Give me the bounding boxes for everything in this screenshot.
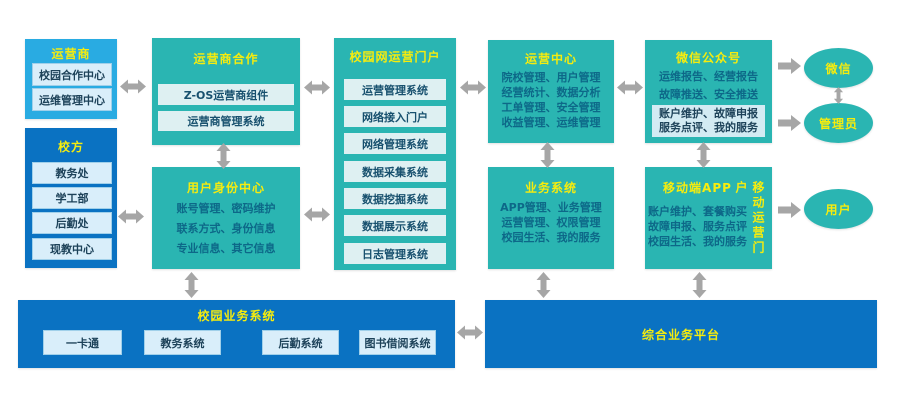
double-arrow-icon — [304, 207, 330, 222]
mobile-portal-vertical-label: 移动运营门户 — [734, 181, 765, 256]
school-item: 学工部 — [32, 187, 112, 209]
campus-business-item: 教务系统 — [144, 330, 221, 355]
school-title: 校方 — [57, 140, 84, 154]
operation-center-title: 运营中心 — [524, 52, 577, 66]
portal-item: 网络管理系统 — [344, 133, 446, 154]
portal-item: 日志管理系统 — [344, 243, 446, 264]
identity-center-title: 用户身份中心 — [186, 181, 265, 195]
integrated-platform-title: 综合业务平台 — [641, 327, 720, 342]
operator-coop-item: 运营商管理系统 — [158, 111, 294, 131]
business-system-title: 业务系统 — [524, 181, 577, 195]
wechat-official-title: 微信公众号 — [675, 51, 741, 65]
operation-center-line: 工单管理、安全管理 — [501, 101, 601, 114]
business-system-line: 运营管理、权限管理 — [501, 216, 601, 229]
campus-business-item: 后勤系统 — [262, 330, 339, 355]
business-system-box: 业务系统 APP管理、业务管理 运营管理、权限管理 校园生活、我的服务 — [488, 167, 614, 269]
double-arrow-icon — [120, 79, 146, 94]
double-arrow-vertical-icon — [696, 142, 711, 168]
double-arrow-vertical-icon — [540, 142, 555, 168]
wechat-official-box: 微信公众号 运维报告、经营报告 故障推送、安全推送 账户维护、故障申报 服务点评… — [645, 40, 772, 143]
double-arrow-vertical-icon — [536, 272, 551, 298]
portal-item: 数据采集系统 — [344, 161, 446, 182]
operation-center-line: 经营统计、数据分析 — [501, 86, 601, 99]
double-arrow-icon — [304, 80, 330, 95]
operator-coop-item: Z-OS运营商组件 — [158, 84, 294, 105]
portal-item: 网络接入门户 — [344, 106, 446, 127]
double-arrow-vertical-icon — [184, 272, 199, 298]
portal-title: 校园网运营门户 — [349, 50, 441, 64]
operator-item: 运维管理中心 — [32, 88, 112, 111]
portal-item: 数据展示系统 — [344, 215, 446, 236]
actor-wechat-label: 微信 — [825, 61, 852, 76]
actor-user: 用户 — [804, 189, 873, 229]
campus-business-item: 一卡通 — [43, 330, 122, 355]
double-arrow-icon — [460, 80, 486, 95]
operator-box: 运营商 校园合作中心 运维管理中心 — [25, 39, 117, 119]
campus-business-item: 图书借阅系统 — [359, 330, 436, 355]
campus-business-title: 校园业务系统 — [197, 309, 276, 323]
portal-item: 运营管理系统 — [344, 79, 446, 100]
portal-box: 校园网运营门户 运营管理系统 网络接入门户 网络管理系统 数据采集系统 数据挖掘… — [334, 38, 456, 270]
identity-center-line: 专业信息、其它信息 — [176, 242, 276, 255]
wechat-official-line: 运维报告、经营报告 — [659, 70, 758, 83]
campus-business-box: 校园业务系统 一卡通 教务系统 后勤系统 图书借阅系统 — [18, 300, 455, 368]
double-arrow-icon — [617, 80, 643, 95]
wechat-official-line: 故障推送、安全推送 — [659, 88, 758, 101]
business-system-line: 校园生活、我的服务 — [501, 231, 601, 244]
mobile-app-box: 移动端APP 账户维护、套餐购买 故障申报、服务点评 校园生活、我的服务 移动运… — [645, 167, 772, 269]
identity-center-line: 账号管理、密码维护 — [176, 202, 276, 215]
business-system-line: APP管理、业务管理 — [500, 201, 602, 214]
school-box: 校方 教务处 学工部 后勤处 现教中心 — [25, 128, 117, 268]
right-arrow-icon — [778, 202, 801, 218]
operation-center-line: 收益管理、运维管理 — [501, 116, 601, 129]
right-arrow-icon — [778, 58, 801, 74]
operator-title: 运营商 — [51, 47, 91, 61]
mobile-app-line: 故障申报、服务点评 — [648, 220, 747, 233]
operator-coop-title: 运营商合作 — [193, 52, 259, 66]
mobile-app-title: 移动端APP — [663, 181, 732, 195]
double-arrow-icon — [457, 325, 483, 340]
operator-coop-box: 运营商合作 Z-OS运营商组件 运营商管理系统 — [152, 38, 300, 145]
actor-admin-label: 管理员 — [818, 116, 858, 131]
school-item: 现教中心 — [32, 238, 112, 260]
actor-user-label: 用户 — [825, 202, 852, 217]
wechat-service-panel: 账户维护、故障申报 服务点评、我的服务 — [652, 105, 765, 137]
operator-item: 校园合作中心 — [32, 63, 112, 86]
double-arrow-vertical-icon — [216, 143, 231, 169]
integrated-platform-box: 综合业务平台 — [485, 300, 877, 368]
wechat-service-line: 服务点评、我的服务 — [659, 121, 758, 134]
wechat-service-line: 账户维护、故障申报 — [659, 107, 758, 120]
identity-center-box: 用户身份中心 账号管理、密码维护 联系方式、身份信息 专业信息、其它信息 — [152, 167, 300, 269]
school-item: 教务处 — [32, 162, 112, 184]
double-arrow-vertical-icon — [833, 87, 844, 104]
operation-center-box: 运营中心 院校管理、用户管理 经营统计、数据分析 工单管理、安全管理 收益管理、… — [488, 40, 614, 143]
operation-center-line: 院校管理、用户管理 — [501, 71, 601, 84]
double-arrow-vertical-icon — [692, 272, 707, 298]
double-arrow-icon — [118, 209, 144, 224]
mobile-app-line: 校园生活、我的服务 — [648, 235, 747, 248]
mobile-app-line: 账户维护、套餐购买 — [648, 205, 747, 218]
school-item: 后勤处 — [32, 212, 112, 234]
actor-admin: 管理员 — [804, 103, 873, 143]
right-arrow-icon — [778, 115, 801, 131]
portal-item: 数据挖掘系统 — [344, 188, 446, 209]
identity-center-line: 联系方式、身份信息 — [176, 222, 276, 235]
actor-wechat: 微信 — [804, 48, 873, 88]
